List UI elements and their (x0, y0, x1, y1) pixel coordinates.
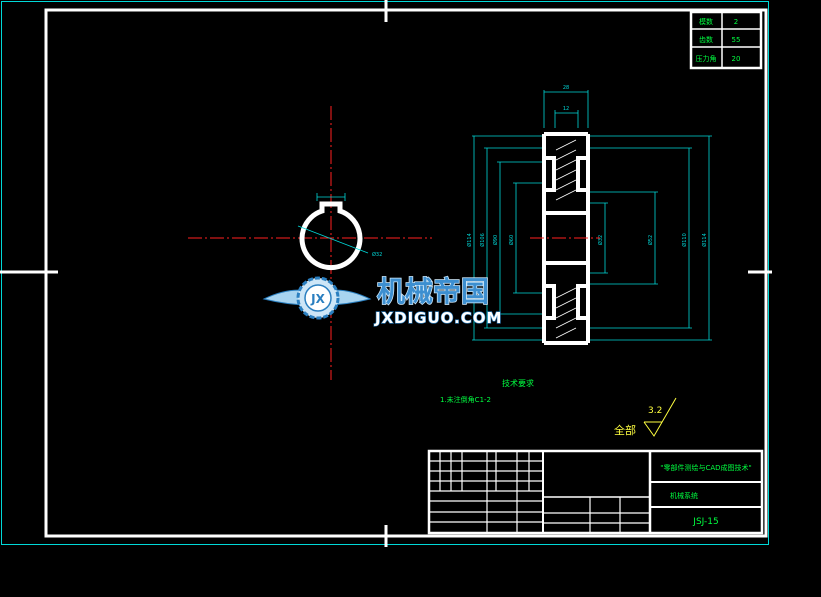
svg-text:Ø52: Ø52 (647, 235, 654, 245)
title-block: "零部件测绘与CAD成图技术" 机械系统 JSJ-15 (427, 449, 764, 535)
dimension-texts: Ø114 Ø106 Ø90 Ø60 Ø114 Ø110 Ø52 Ø32 28 1… (466, 85, 708, 247)
svg-text:Ø106: Ø106 (479, 233, 486, 246)
watermark-url: JXDIGUO.COM (374, 309, 502, 327)
surface-finish-symbol: 全部 3.2 (614, 397, 677, 437)
svg-text:Ø32: Ø32 (597, 235, 604, 245)
param-label-pressure-angle: 压力角 (696, 54, 717, 63)
parameter-table: 模数 2 齿数 55 压力角 20 (689, 10, 763, 70)
section-hatch (555, 139, 577, 339)
surface-finish-label: 全部 (614, 423, 636, 437)
bore-with-keyway (299, 201, 363, 270)
svg-text:Ø90: Ø90 (492, 235, 499, 245)
param-label-teeth: 齿数 (699, 35, 713, 44)
param-label-module: 模数 (699, 17, 713, 26)
title-block-drawing-number: JSJ-15 (692, 517, 718, 527)
svg-text:Ø114: Ø114 (466, 233, 473, 246)
watermark-name: 机械帝国 (377, 275, 489, 308)
section-view: Ø114 Ø106 Ø90 Ø60 Ø114 Ø110 Ø52 Ø32 28 1… (466, 85, 712, 345)
centering-marks (0, 0, 772, 547)
surface-finish-value: 3.2 (648, 406, 662, 416)
svg-text:Ø60: Ø60 (508, 235, 515, 245)
tech-requirement-item-1: 1.未注倒角C1-2 (440, 395, 491, 404)
title-block-school: 机械系统 (670, 491, 698, 500)
bore-dimension-text: Ø32 (372, 251, 382, 258)
param-value-teeth: 55 (732, 36, 741, 44)
svg-text:Ø114: Ø114 (701, 233, 708, 246)
svg-text:28: 28 (563, 85, 569, 91)
tech-requirements-heading: 技术要求 (502, 378, 534, 388)
param-value-pressure-angle: 20 (732, 55, 741, 63)
dimension-lines (472, 90, 712, 341)
bore-dimension-line (297, 225, 369, 254)
emblem-text: JX (310, 292, 325, 306)
svg-text:12: 12 (563, 106, 569, 112)
param-value-module: 2 (734, 18, 738, 26)
watermark-logo: JX 机械帝国 JXDIGUO.COM (262, 274, 502, 328)
svg-text:Ø110: Ø110 (681, 233, 688, 246)
title-block-project: "零部件测绘与CAD成图技术" (660, 463, 752, 472)
left-view: Ø32 (188, 106, 432, 380)
revision-grid (429, 451, 543, 533)
